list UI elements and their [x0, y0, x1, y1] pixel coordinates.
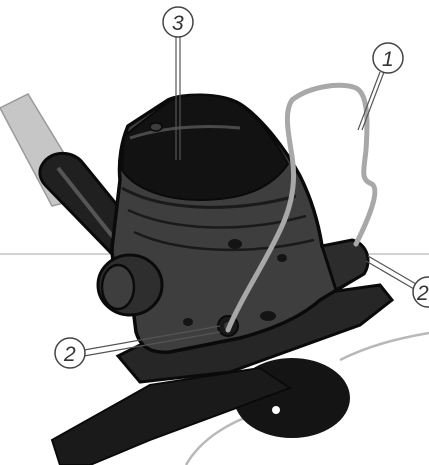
vent-hole-2: [277, 254, 287, 262]
callout-2-right-leader: [368, 256, 416, 284]
housing-top-cap: [122, 95, 288, 200]
vent-hole-3: [260, 311, 276, 321]
top-screw: [150, 123, 162, 131]
callout-3-label: 3: [172, 12, 184, 35]
spool-dot: [272, 406, 280, 414]
left-boss-face: [102, 265, 134, 309]
callout-2-left-label: 2: [63, 343, 76, 366]
vent-hole-4: [183, 318, 193, 326]
callout-1-label: 1: [382, 48, 394, 71]
callout-2-right-label: 2: [416, 282, 429, 305]
vent-hole-1: [228, 239, 242, 249]
